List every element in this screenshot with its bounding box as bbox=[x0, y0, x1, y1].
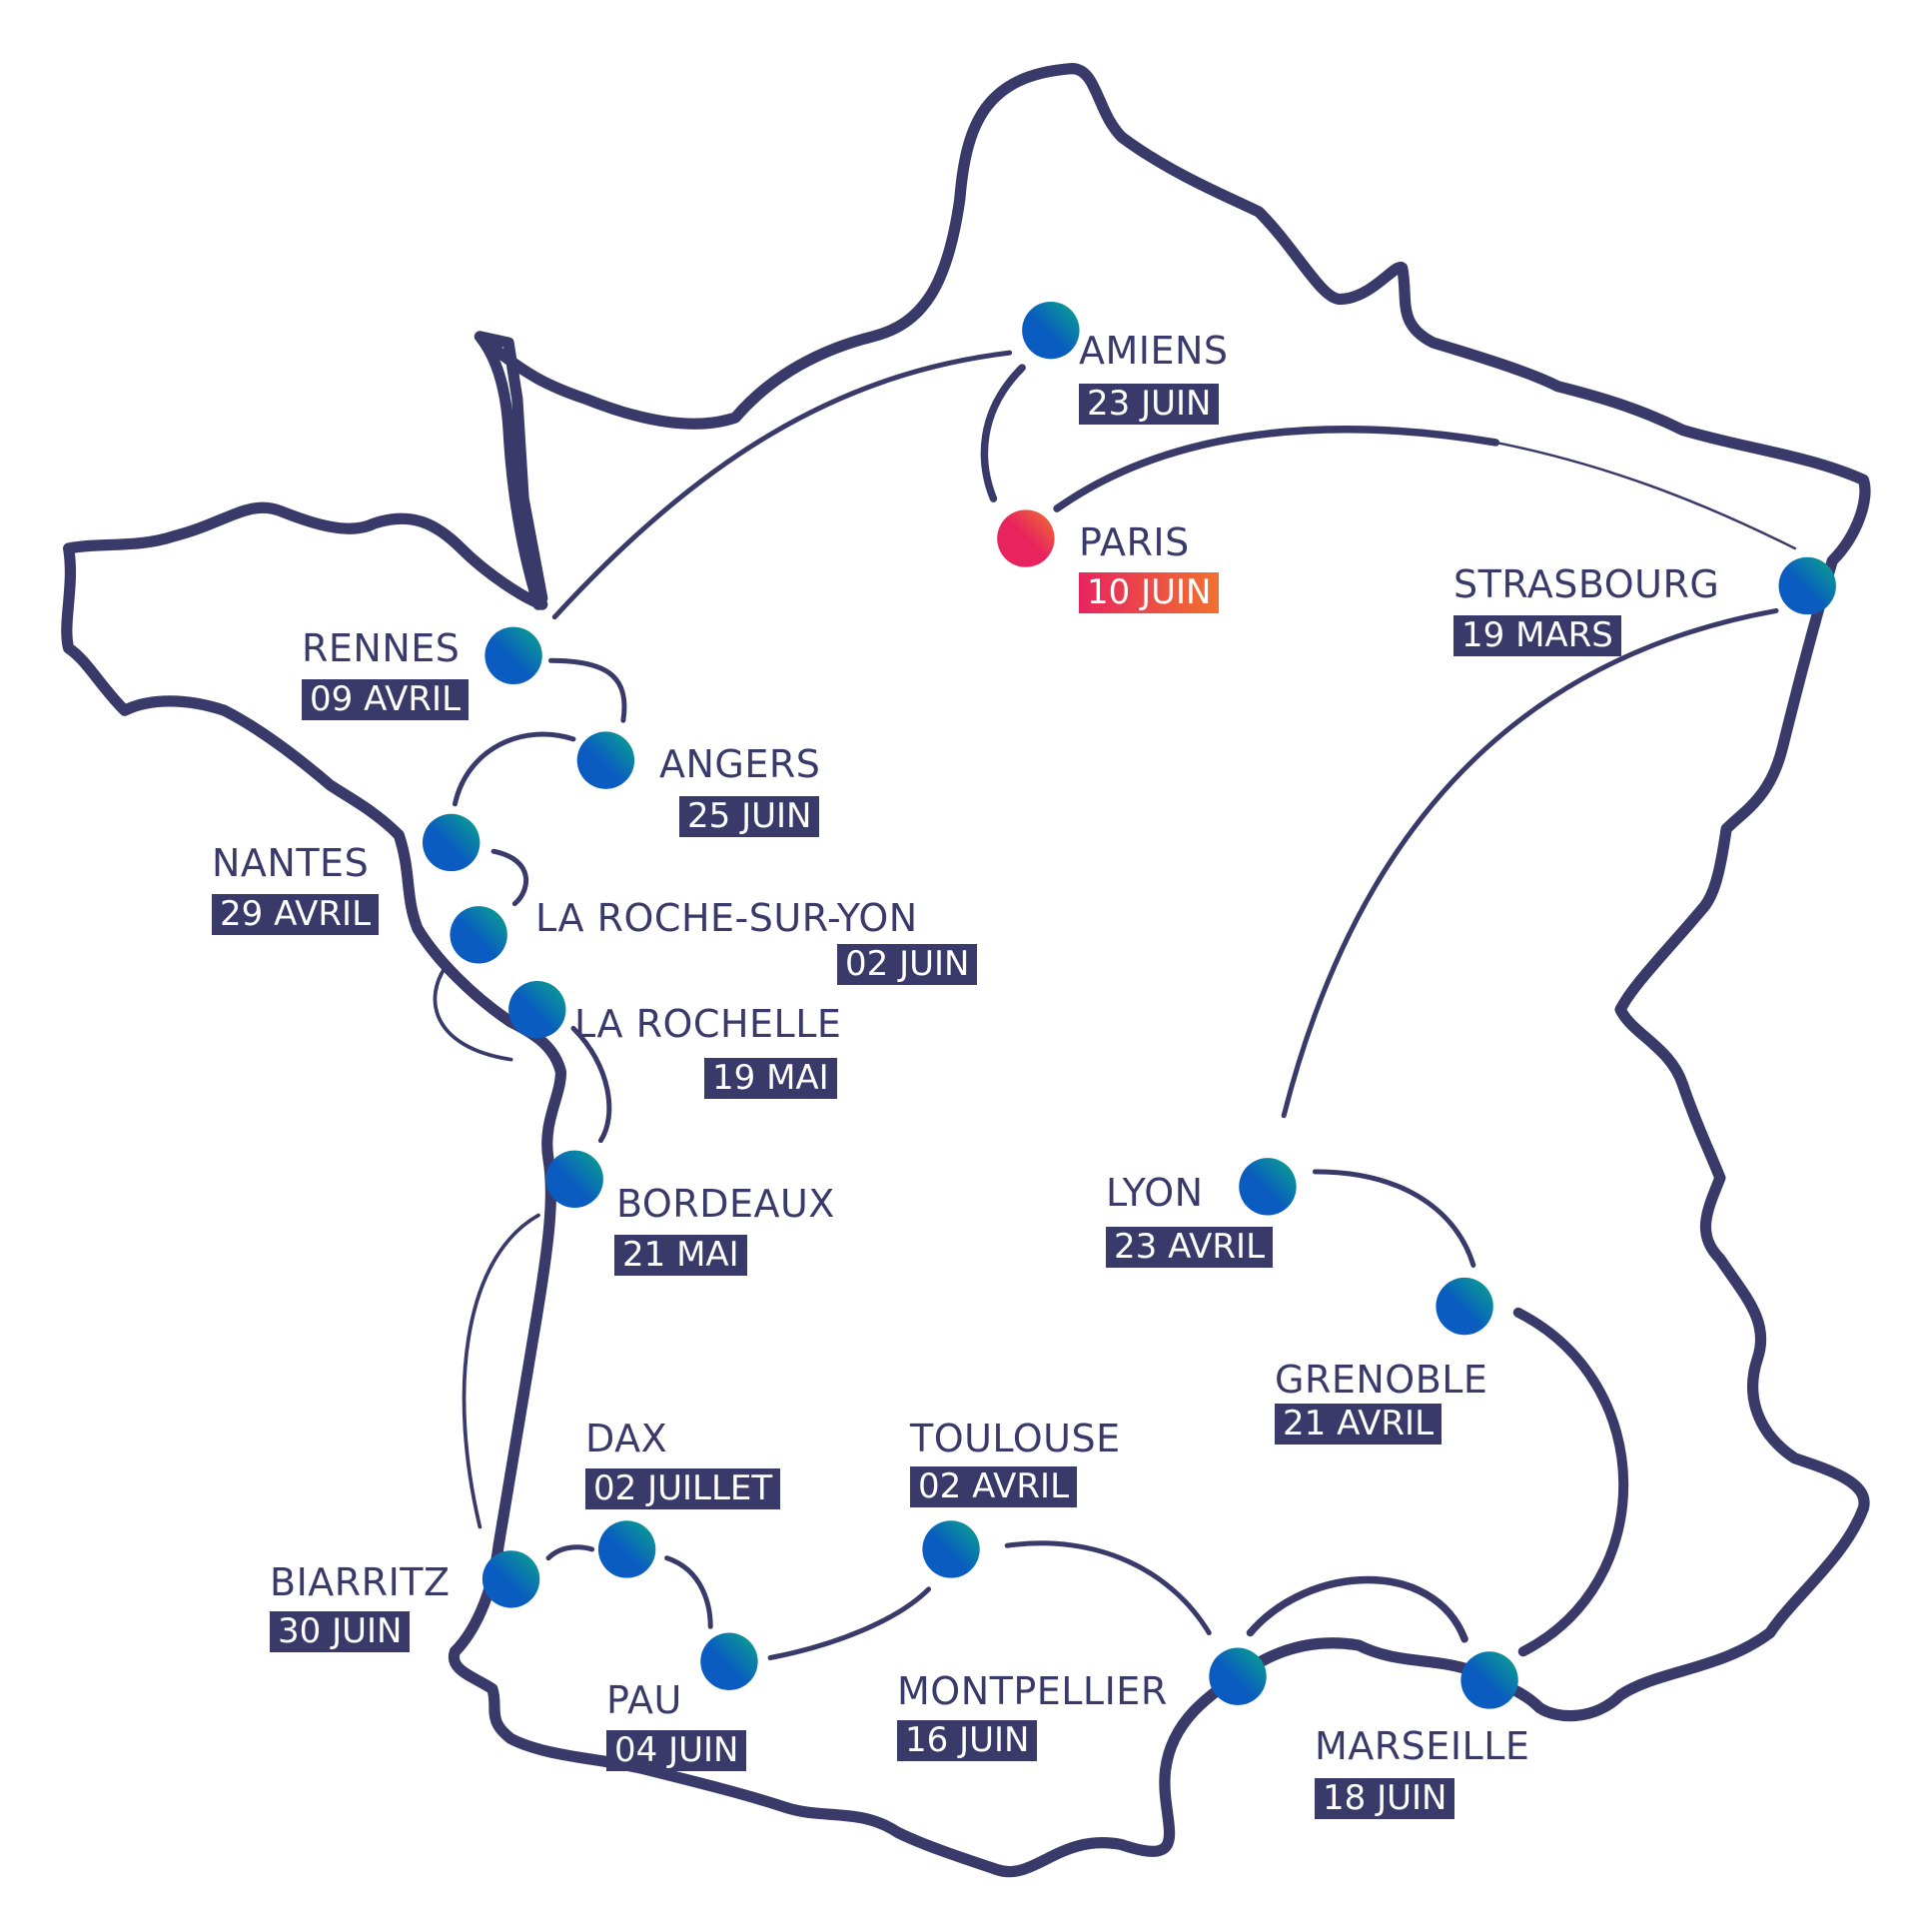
city-name: MARSEILLE bbox=[1315, 1724, 1530, 1768]
marker-strasbourg[interactable] bbox=[1778, 556, 1836, 615]
city-name: RENNES bbox=[302, 626, 461, 670]
marker-lyon[interactable] bbox=[1239, 1158, 1297, 1216]
marker-toulouse[interactable] bbox=[922, 1520, 980, 1578]
city-name: MONTPELLIER bbox=[897, 1669, 1168, 1713]
city-name: BORDEAUX bbox=[616, 1182, 835, 1226]
city-name: GRENOBLE bbox=[1275, 1358, 1488, 1402]
city-date: 04 JUIN bbox=[606, 1730, 747, 1771]
city-date: 29 AVRIL bbox=[212, 894, 380, 935]
city-date: 18 JUIN bbox=[1315, 1778, 1455, 1819]
marker-grenoble[interactable] bbox=[1436, 1277, 1493, 1336]
city-date: 19 MAI bbox=[704, 1058, 837, 1099]
city-name: LYON bbox=[1106, 1171, 1204, 1215]
city-date: 02 JUIN bbox=[837, 944, 978, 985]
marker-la-rochelle[interactable] bbox=[508, 980, 566, 1039]
city-date: 02 AVRIL bbox=[910, 1466, 1078, 1507]
marker-paris[interactable] bbox=[997, 509, 1055, 567]
city-name: PAU bbox=[606, 1678, 682, 1722]
france-outline bbox=[61, 63, 1871, 1878]
city-name: DAX bbox=[585, 1417, 668, 1460]
marker-rennes[interactable] bbox=[484, 626, 542, 685]
city-date: 23 JUIN bbox=[1079, 384, 1220, 425]
marker-angers[interactable] bbox=[576, 731, 635, 789]
city-name: PARIS bbox=[1079, 520, 1190, 564]
city-name: LA ROCHE-SUR-YON bbox=[535, 896, 918, 940]
city-date: 21 MAI bbox=[614, 1235, 747, 1276]
city-name: NANTES bbox=[212, 841, 370, 885]
marker-marseille[interactable] bbox=[1460, 1651, 1518, 1709]
marker-la-roche-sur-yon[interactable] bbox=[450, 906, 507, 964]
city-date: 19 MARS bbox=[1453, 615, 1621, 656]
routes bbox=[433, 350, 1796, 1660]
city-date: 16 JUIN bbox=[897, 1720, 1038, 1761]
marker-dax[interactable] bbox=[597, 1520, 656, 1578]
city-date: 25 JUIN bbox=[679, 796, 820, 837]
city-markers bbox=[422, 301, 1836, 1709]
city-name: STRASBOURG bbox=[1453, 562, 1720, 606]
marker-montpellier[interactable] bbox=[1209, 1647, 1267, 1705]
city-date: 09 AVRIL bbox=[302, 679, 470, 720]
city-date: 30 JUIN bbox=[270, 1611, 411, 1652]
city-date: 02 JUILLET bbox=[585, 1468, 781, 1509]
marker-biarritz[interactable] bbox=[482, 1550, 540, 1608]
city-name: LA ROCHELLE bbox=[574, 1002, 842, 1046]
marker-amiens[interactable] bbox=[1022, 301, 1080, 360]
city-name: BIARRITZ bbox=[270, 1560, 451, 1604]
city-name: TOULOUSE bbox=[910, 1417, 1121, 1460]
city-date: 10 JUIN bbox=[1079, 572, 1220, 613]
marker-nantes[interactable] bbox=[422, 813, 481, 872]
city-name: AMIENS bbox=[1079, 329, 1229, 373]
marker-bordeaux[interactable] bbox=[545, 1150, 603, 1209]
city-date: 21 AVRIL bbox=[1275, 1404, 1443, 1445]
marker-pau[interactable] bbox=[700, 1632, 758, 1690]
city-date: 23 AVRIL bbox=[1106, 1227, 1274, 1268]
city-name: ANGERS bbox=[659, 742, 821, 786]
